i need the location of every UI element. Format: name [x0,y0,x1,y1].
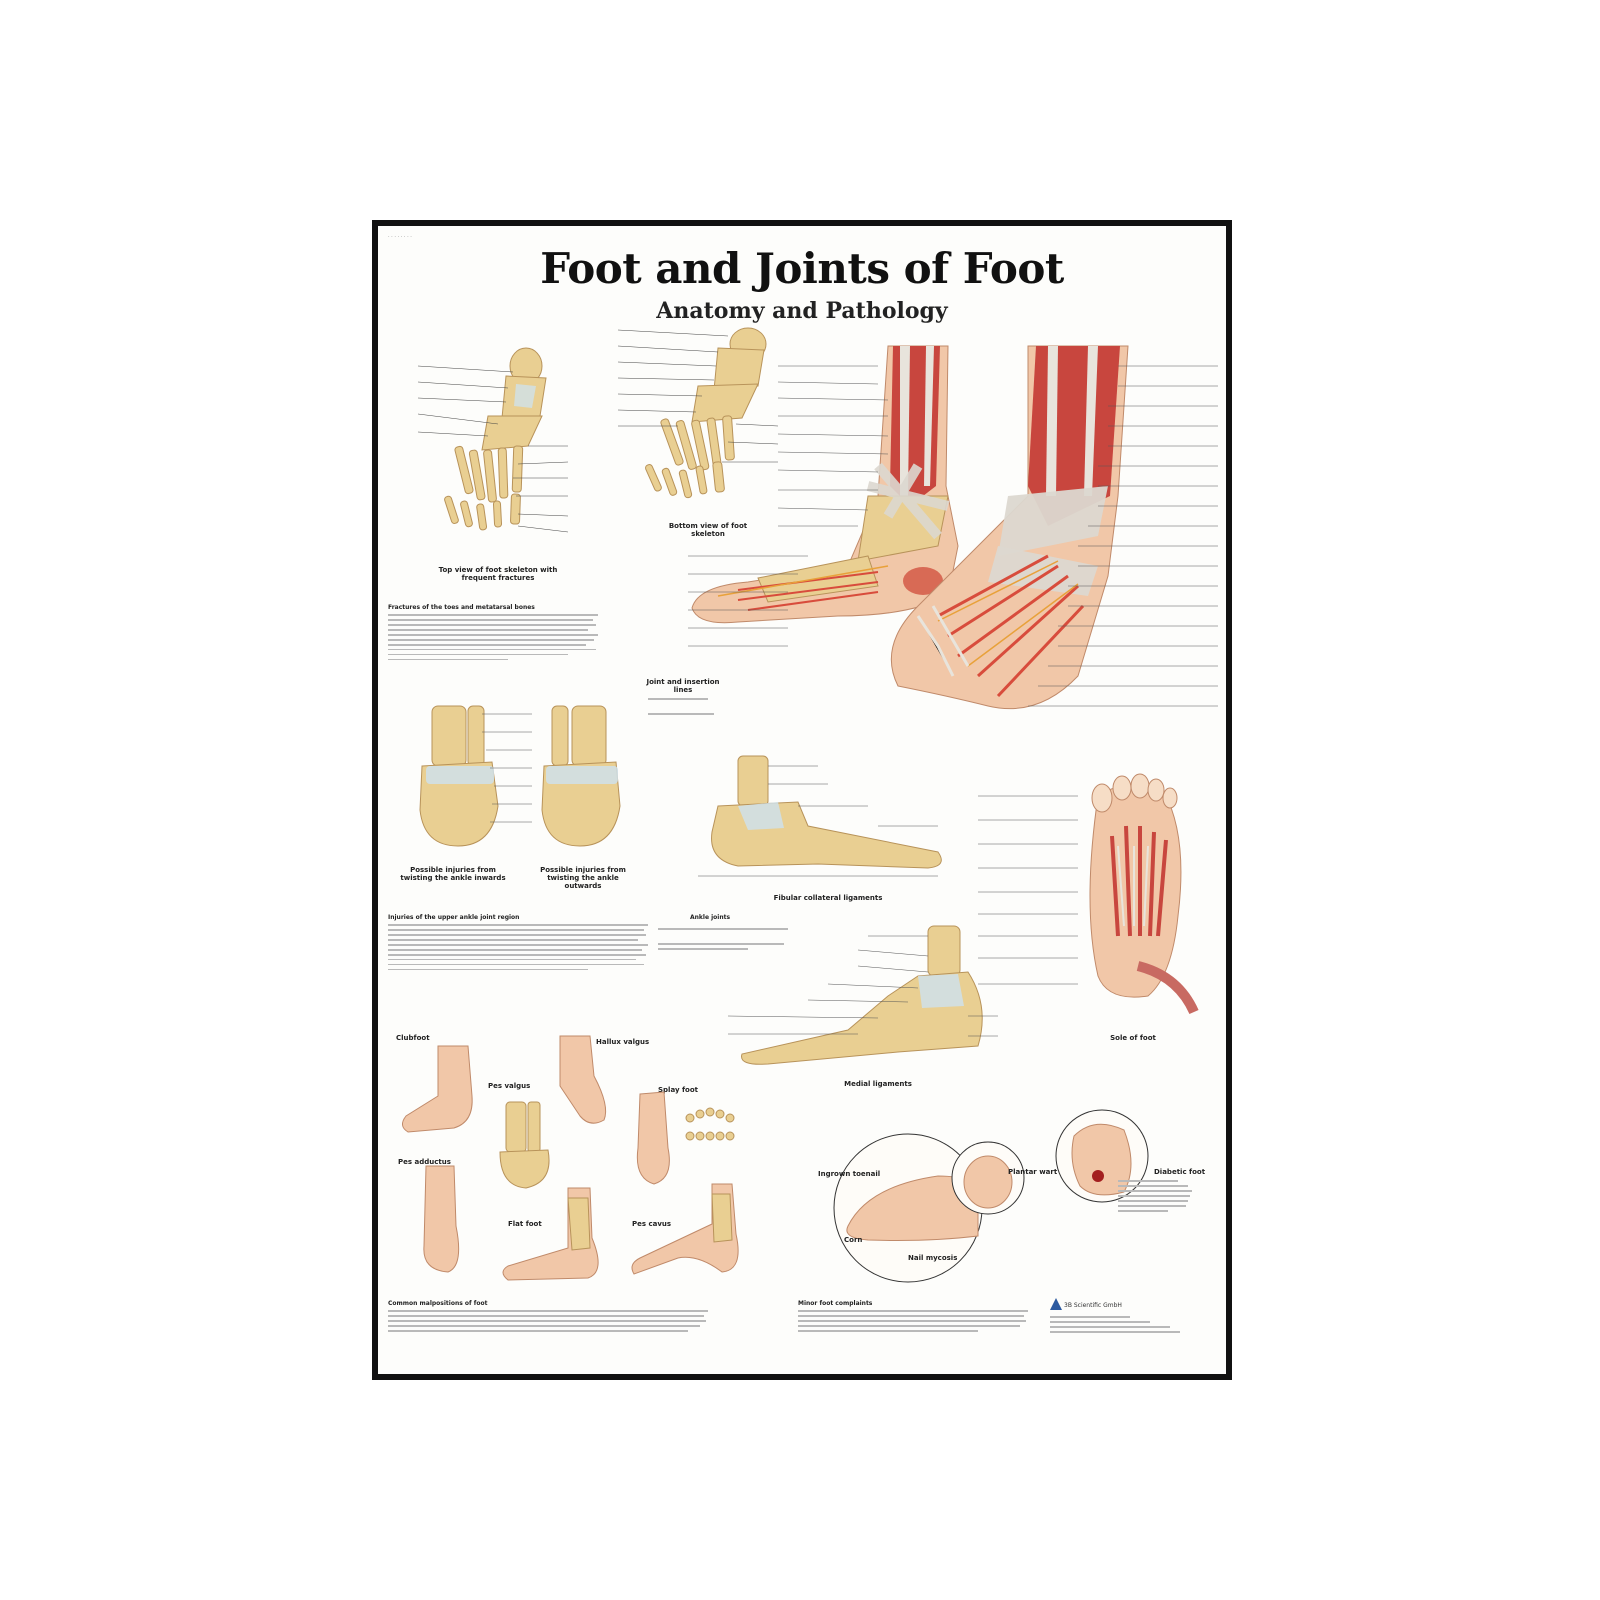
anatomy-poster: · · · · · · · · Foot and Joints of Foot … [372,220,1232,1380]
fibular-ligaments-caption: Fibular collateral ligaments [773,894,883,902]
upper-ankle-heading: Injuries of the upper ankle joint region [388,914,520,921]
poster-serial-number: · · · · · · · · [388,234,412,240]
fibular-collateral-ligaments-illustration [698,755,958,886]
pes-cavus-caption: Pes cavus [632,1220,672,1228]
joint-lines-legend-heading: Joint and insertion lines [646,678,720,695]
ankle-joint-posterior-views-illustration [402,705,652,856]
pes-adductus-caption: Pes adductus [398,1158,451,1166]
injury-outward-caption: Possible injuries from twisting the ankl… [540,866,626,891]
fractures-body-text [388,614,598,664]
publisher-details-text [1050,1316,1180,1336]
lateral-foot-muscles-tendons-illustration [678,345,968,636]
hallux-valgus-caption: Hallux valgus [596,1038,650,1046]
minor-complaints-heading: Minor foot complaints [798,1300,873,1307]
bottom-view-foot-skeleton-illustration [617,326,779,516]
fractures-heading: Fractures of the toes and metatarsal bon… [388,604,535,611]
plantar-wart-label: Plantar wart [1008,1168,1058,1176]
sole-of-foot-caption: Sole of foot [1110,1034,1156,1042]
muscle-label-leaders [688,356,1218,736]
top-view-foot-skeleton-illustration [417,346,569,536]
minor-complaints-body-text [798,1310,1028,1335]
splay-foot-illustration [634,1088,754,1188]
bottom-view-caption: Bottom view of foot skeleton [668,522,748,539]
pes-valgus-illustration [496,1101,556,1192]
upper-ankle-body-text [388,924,648,974]
joint-lines-legend-items [648,698,718,718]
clubfoot-caption: Clubfoot [396,1034,430,1042]
corn-label: Corn [844,1236,863,1244]
medial-ligaments-caption: Medial ligaments [844,1080,912,1088]
pes-adductus-illustration [412,1165,472,1276]
sole-of-foot-illustration [1068,773,1199,1016]
ankle-joints-heading: Ankle joints [690,914,731,921]
diabetic-foot-body-text [1118,1180,1194,1215]
ankle-joints-table-text [658,928,788,953]
poster-title: Foot and Joints of Foot [540,244,1064,293]
ingrown-toenail-label: Ingrown toenail [818,1170,881,1178]
malpositions-heading: Common malpositions of foot [388,1300,488,1307]
poster-subtitle: Anatomy and Pathology [656,298,948,324]
clubfoot-illustration [398,1045,488,1136]
malpositions-body-text [388,1310,708,1335]
injury-inward-caption: Possible injuries from twisting the ankl… [400,866,506,883]
diabetic-foot-caption: Diabetic foot [1154,1168,1206,1176]
hallux-valgus-illustration [550,1035,620,1126]
diabetic-foot-illustration [1054,1106,1164,1206]
splay-foot-caption: Splay foot [658,1086,698,1094]
publisher-logo-icon [1050,1298,1062,1310]
medial-ligaments-illustration [727,925,998,1076]
minor-foot-complaints-illustration [828,1126,1048,1286]
pes-cavus-illustration [628,1183,748,1284]
flat-foot-caption: Flat foot [508,1220,542,1228]
sole-label-leaders [978,786,1078,1006]
pes-valgus-caption: Pes valgus [488,1082,531,1090]
anterior-foot-muscles-tendons-illustration [878,345,1148,726]
nail-mycosis-label: Nail mycosis [908,1254,958,1262]
flat-foot-illustration [498,1187,608,1288]
top-view-caption: Top view of foot skeleton with frequent … [438,566,558,583]
publisher-name: 3B Scientific GmbH [1064,1302,1122,1309]
